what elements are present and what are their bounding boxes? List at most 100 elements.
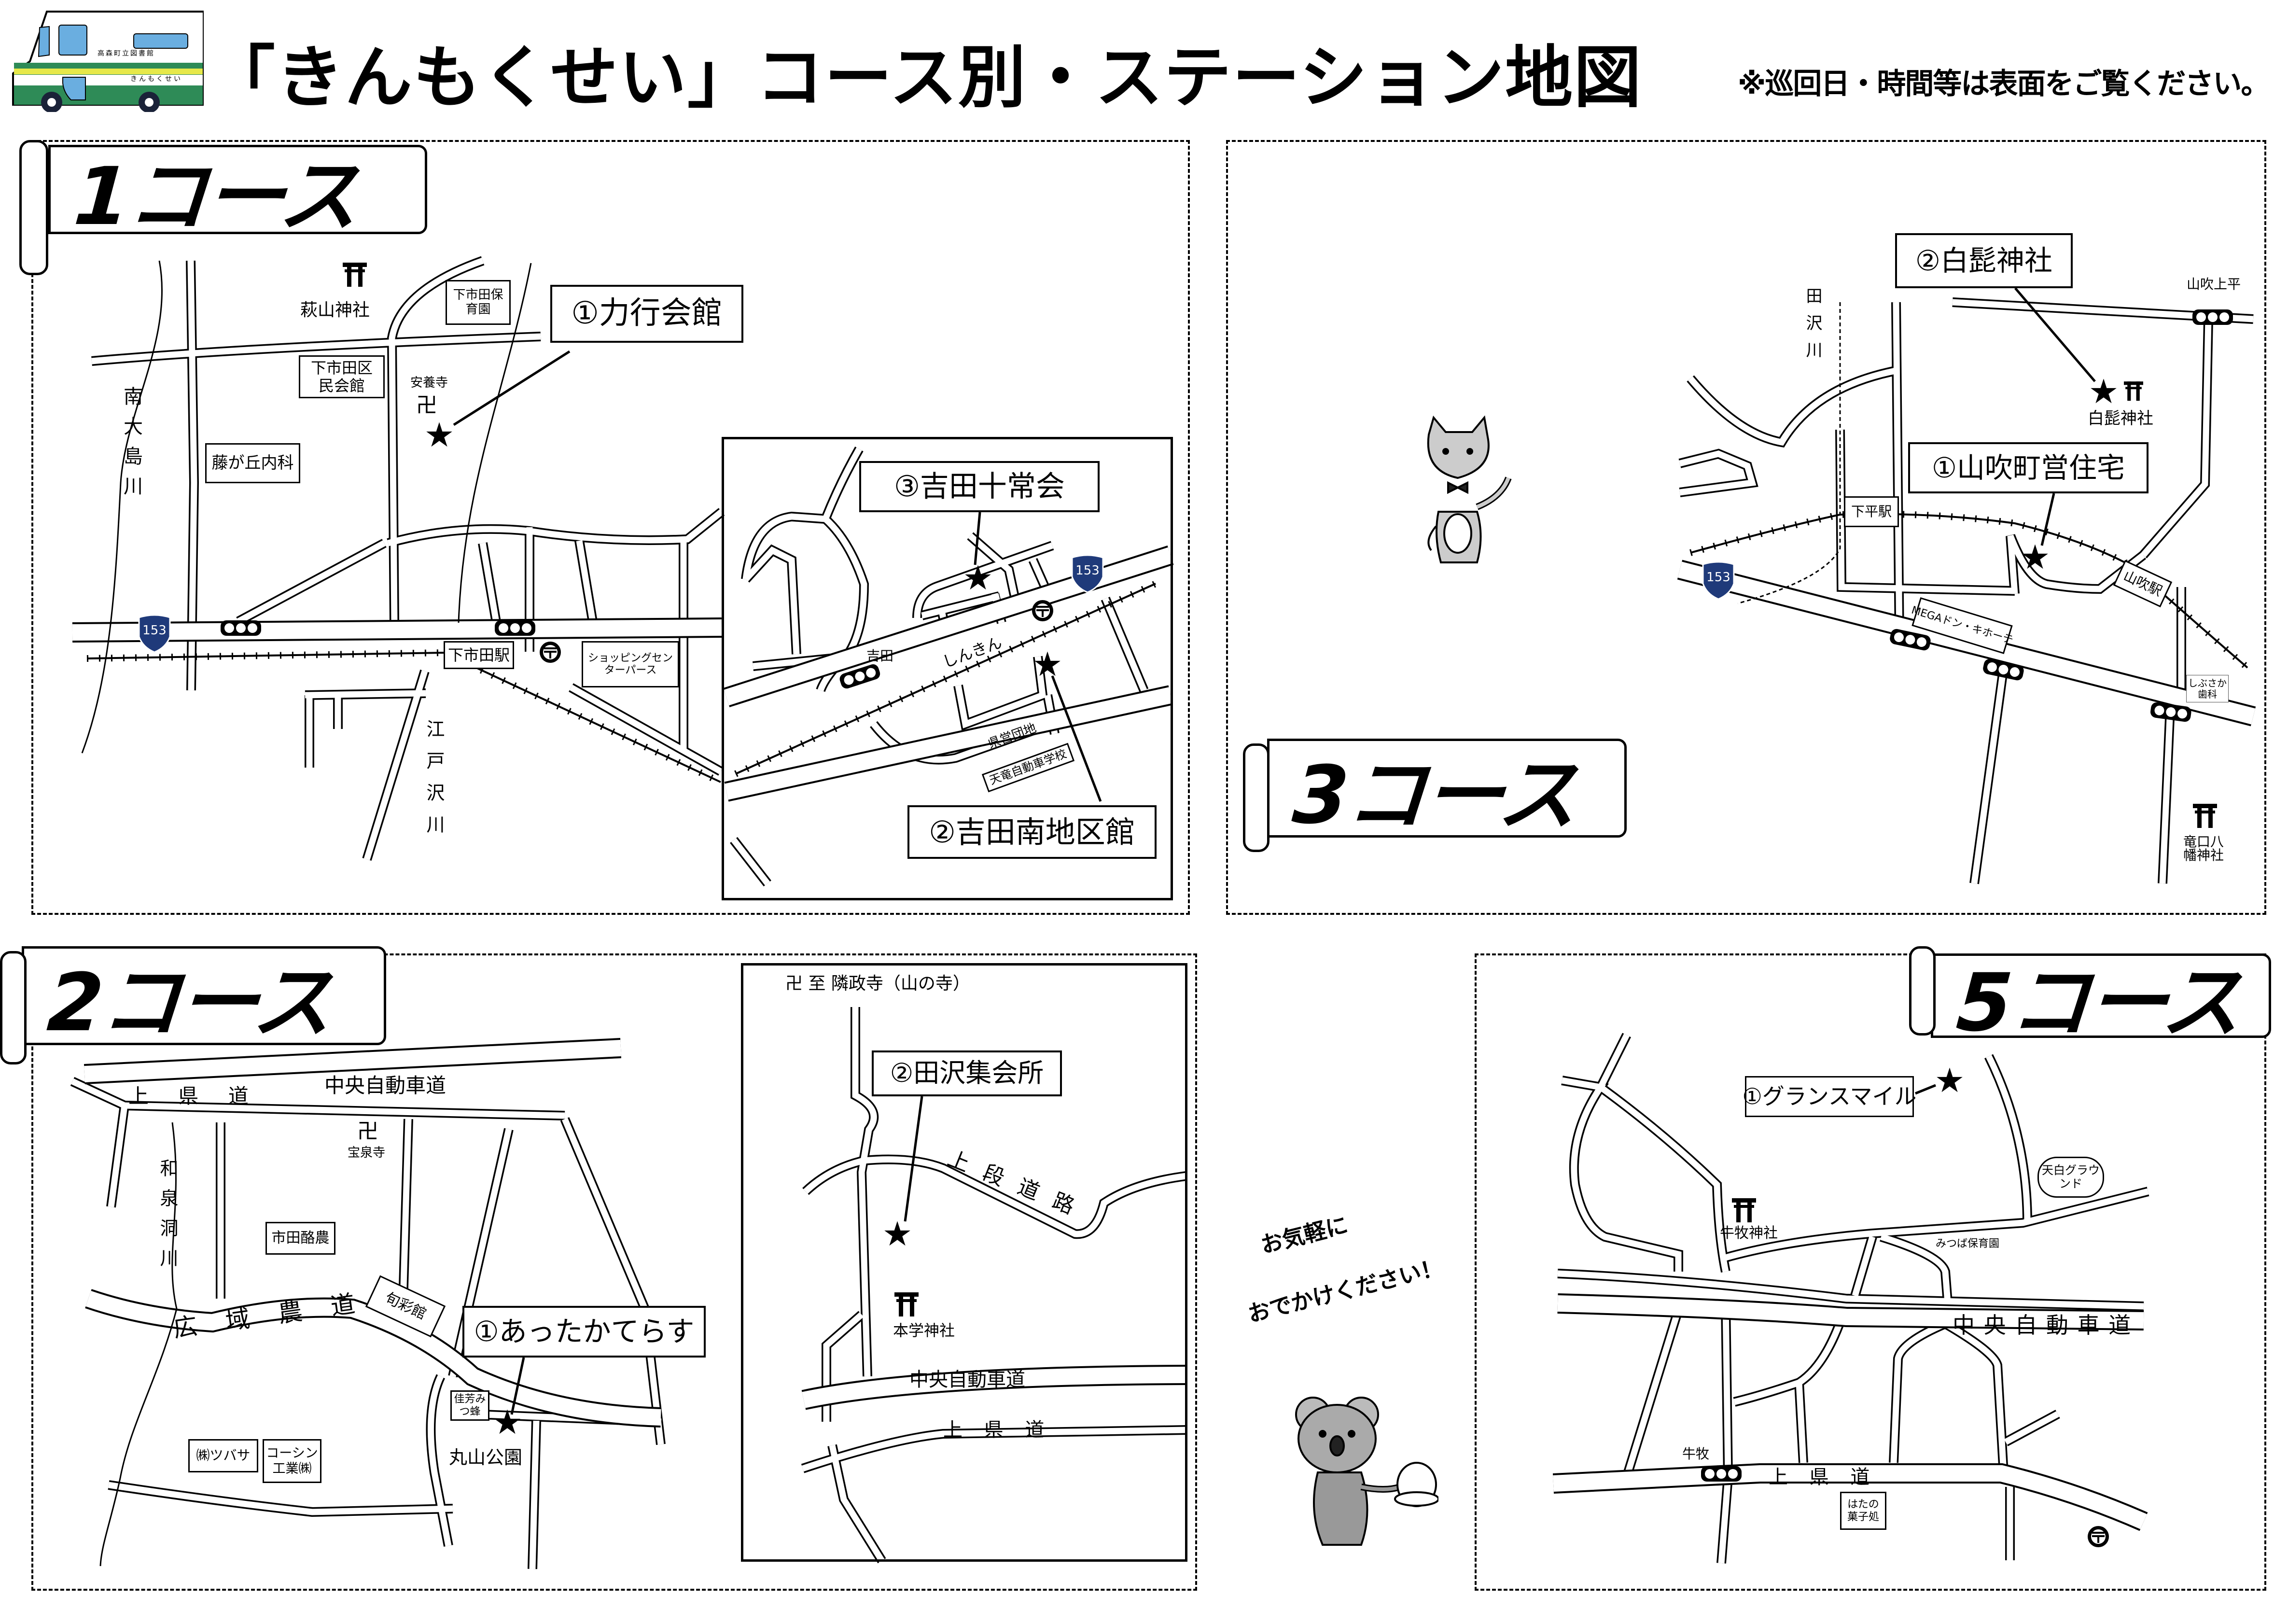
river-east <box>458 263 532 623</box>
station-star-icon[interactable]: ★ <box>963 558 993 598</box>
label-honey: 佳芳みつ蜂 <box>450 1390 489 1421</box>
station-label-2[interactable]: ②白髭神社 <box>1895 233 2073 288</box>
label-chuo-expressway: 中央自動車道 <box>324 1074 446 1097</box>
station-label-2[interactable]: ②吉田南地区館 <box>907 805 1157 859</box>
leader-line <box>453 350 571 426</box>
label-tsubasa: ㈱ツバサ <box>188 1439 258 1472</box>
river-tazawa <box>1737 302 1841 604</box>
label-shimoichida-station: 下市田駅 <box>444 641 514 669</box>
traffic-signal-icon <box>494 620 536 638</box>
rivers <box>81 260 1841 1567</box>
station-label-1[interactable]: ①グランスマイル <box>1743 1076 1916 1117</box>
page-title: 「きんもくせい」コース別・ステーション地図 <box>208 39 1643 117</box>
label-chuo-expressway-inset: 中央自動車道 <box>909 1369 1025 1391</box>
traffic-signal-icon <box>837 662 883 693</box>
course3-title: 3コース <box>1290 749 1579 841</box>
label-tatsuguchi-shrine: 竜口八幡神社 <box>2183 834 2224 863</box>
traffic-signal-icon <box>2149 701 2192 725</box>
label-mitsuba-nursery: みつば保育園 <box>1936 1238 2000 1250</box>
bus-library-text: 高森町立図書館 <box>98 50 155 57</box>
label-yoshida: 吉田 <box>866 648 894 664</box>
station-star-icon[interactable]: ★ <box>882 1214 913 1254</box>
course5-frame <box>1475 953 2266 1591</box>
label-clinic: 藤が丘内科 <box>205 443 300 483</box>
route-153-shield-icon: 153 <box>1701 560 1736 600</box>
route-153-shield-icon: 153 <box>137 614 172 653</box>
route-153-shield-icon: 153 <box>1070 554 1105 593</box>
label-hongaku-shrine: 本学神社 <box>893 1321 955 1340</box>
koala-mascot <box>1284 1390 1439 1552</box>
station-star-icon[interactable]: ★ <box>424 415 455 455</box>
label-shopping-center: ショッピングセンターパース <box>582 641 679 687</box>
torii-shrine-icon <box>2192 802 2218 831</box>
cat-mascot <box>1405 415 1525 572</box>
course5-title: 5コース <box>1953 956 2243 1049</box>
traffic-signal-icon <box>220 620 262 638</box>
traffic-signal-icon <box>1701 1466 1742 1484</box>
bus-logo: 高森町立図書館 きんもくせい <box>6 6 205 113</box>
leader-lines <box>453 287 2096 1415</box>
leader-line <box>1915 1084 1936 1095</box>
station-star-icon[interactable]: ★ <box>1934 1061 1965 1100</box>
post-office-icon <box>2086 1525 2110 1551</box>
label-river-edosawa: 江戸沢川 <box>423 719 445 847</box>
label-to-rinseiji: 卍 至 隣政寺（山の寺） <box>785 974 970 994</box>
river-minami-oshima <box>81 260 163 754</box>
label-shirahige-shrine: 白髭神社 <box>2088 409 2153 428</box>
bus-illustration <box>12 11 205 113</box>
label-dairy: 市田酪農 <box>265 1222 335 1255</box>
river-izumi <box>99 1122 178 1567</box>
traffic-signal-icon <box>1888 627 1932 654</box>
route-number: 153 <box>1075 563 1100 578</box>
station-star-icon[interactable]: ★ <box>492 1402 523 1442</box>
station-label-1[interactable]: ①山吹町営住宅 <box>1908 442 2148 493</box>
station-label-1[interactable]: ①力行会館 <box>550 285 743 343</box>
label-kamiken-road: 上 県 道 <box>128 1084 260 1108</box>
label-river-tazawa: 田沢川 <box>1803 287 1822 368</box>
label-yamabuki-kamidaira: 山吹上平 <box>2187 276 2241 292</box>
traffic-signal-icon <box>2192 309 2233 327</box>
label-hosenji: 宝泉寺 <box>348 1146 386 1160</box>
course1-frame <box>31 140 1190 915</box>
railway-ticks <box>1689 510 2250 671</box>
label-community-hall: 下市田区民会館 <box>299 355 385 398</box>
label-kamiken-road: 上 県 道 <box>1769 1466 1878 1488</box>
leader-line <box>2040 493 2055 546</box>
station-star-icon[interactable]: ★ <box>1032 644 1063 684</box>
label-ushimaki: 牛牧 <box>1682 1446 1710 1462</box>
course2-inset-map <box>741 963 1187 1562</box>
station-star-icon[interactable]: ★ <box>2088 372 2119 411</box>
label-kamiken-road-inset: 上 県 道 <box>943 1419 1052 1441</box>
label-chuo-expressway: 中 央 自 動 車 道 <box>1953 1312 2132 1338</box>
label-dental: しぶさか歯科 <box>2186 675 2229 702</box>
label-shimodaira-station: 下平駅 <box>1844 496 1899 527</box>
torii-shrine-icon <box>1731 1196 1757 1225</box>
leader-line <box>1051 675 1102 802</box>
station-label-1[interactable]: ①あったかてらす <box>462 1306 706 1358</box>
leader-line <box>2014 287 2096 382</box>
label-river-izumi: 和泉洞川 <box>157 1159 178 1278</box>
course1-title: 1コース <box>71 150 361 243</box>
leader-line <box>904 1096 923 1222</box>
station-label-2[interactable]: ②田沢集会所 <box>872 1050 1062 1096</box>
header-note: ※巡回日・時間等は表面をご覧ください。 <box>1738 67 2270 101</box>
railway-ticks <box>734 580 1157 777</box>
station-label-3[interactable]: ③吉田十常会 <box>859 461 1100 512</box>
station-star-icon[interactable]: ★ <box>2020 537 2051 577</box>
label-nursery: 下市田保育園 <box>446 280 511 325</box>
leader-line <box>510 1357 525 1415</box>
post-office-icon <box>1031 599 1055 625</box>
torii-shrine-icon <box>893 1290 920 1319</box>
label-hagiyama-shrine: 萩山神社 <box>300 300 370 320</box>
course3-frame <box>1226 140 2266 915</box>
traffic-signal-icon <box>1981 657 2025 684</box>
label-ushimaki-shrine: 牛牧神社 <box>1720 1225 1778 1242</box>
label-tenpaku-ground: 天白グラウンド <box>2037 1157 2104 1198</box>
route-number: 153 <box>142 623 167 638</box>
course2-frame <box>31 953 1197 1591</box>
label-river-minami-oshima: 南大島川 <box>120 386 142 506</box>
label-temple: 安養寺 <box>410 376 448 390</box>
torii-shrine-icon <box>2123 380 2144 403</box>
label-koshin: コーシン工業㈱ <box>263 1439 321 1483</box>
